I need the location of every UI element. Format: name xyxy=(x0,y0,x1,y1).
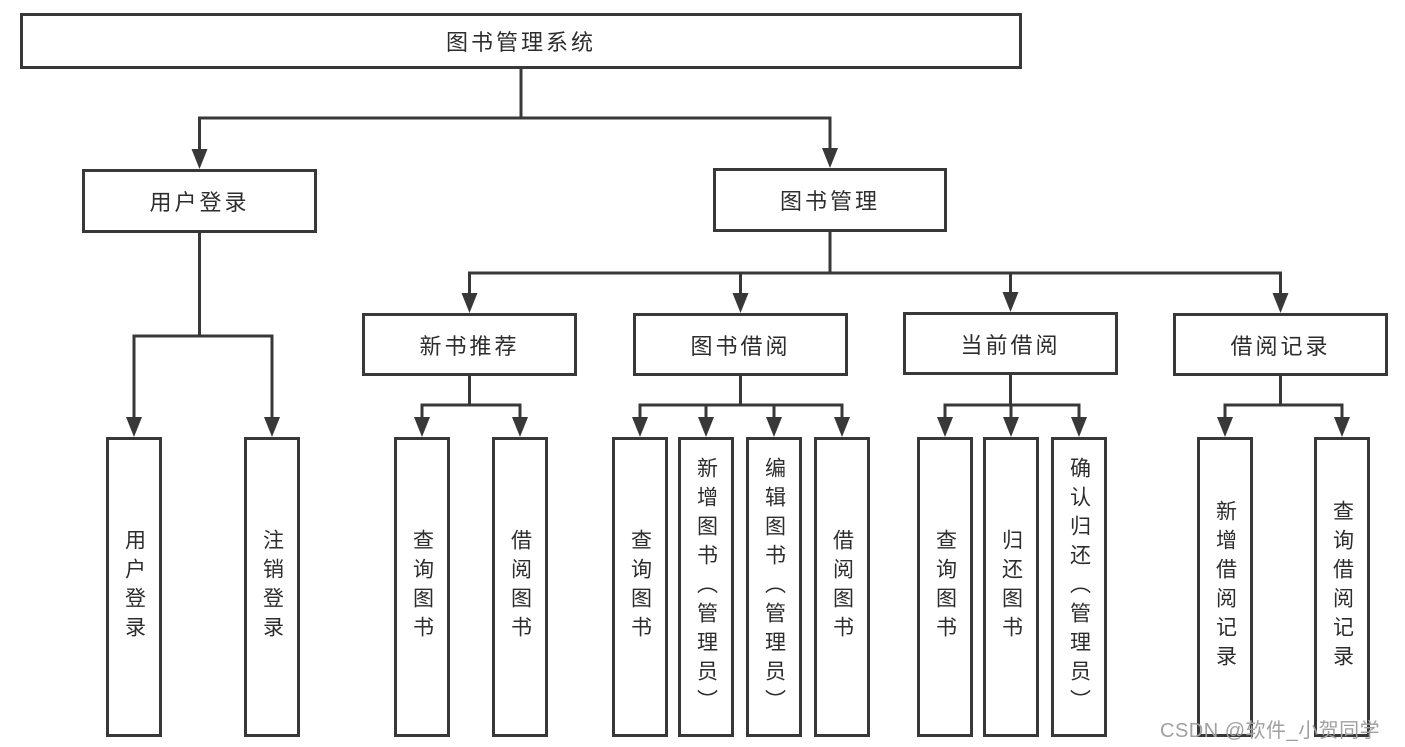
leaf-label: 新增借阅记录 xyxy=(1213,500,1237,674)
node-label: 当前借阅 xyxy=(960,332,1061,358)
node-label: 图书管理 xyxy=(779,189,880,214)
leaf-borrowing-edit-books-admin: 编辑图书（管理员） xyxy=(746,437,802,737)
leaf-logout: 注销登录 xyxy=(244,437,300,737)
node-label: 借阅记录 xyxy=(1230,333,1331,359)
node-user-login: 用户登录 xyxy=(82,169,317,233)
leaf-label: 查询借阅记录 xyxy=(1330,500,1354,674)
leaf-current-confirm-return-admin: 确认归还（管理员） xyxy=(1051,437,1107,737)
node-label: 新书推荐 xyxy=(419,333,520,359)
leaf-label: 用户登录 xyxy=(122,529,146,645)
leaf-current-return-books: 归还图书 xyxy=(983,437,1039,737)
leaf-label: 借阅图书 xyxy=(830,529,854,645)
leaf-recommend-borrow-books: 借阅图书 xyxy=(492,437,548,737)
leaf-records-add-record: 新增借阅记录 xyxy=(1197,437,1253,737)
leaf-label: 归还图书 xyxy=(999,529,1023,645)
node-book-management: 图书管理 xyxy=(713,168,947,232)
leaf-label: 借阅图书 xyxy=(508,529,532,645)
node-library-management-system: 图书管理系统 xyxy=(20,13,1022,69)
leaf-borrowing-query-books: 查询图书 xyxy=(612,437,668,737)
leaf-label: 新增图书（管理员） xyxy=(694,456,718,718)
leaf-label: 查询图书 xyxy=(410,529,434,645)
leaf-label: 确认归还（管理员） xyxy=(1067,456,1091,718)
node-borrowing-records: 借阅记录 xyxy=(1173,313,1388,376)
leaf-label: 查询图书 xyxy=(628,529,652,645)
node-book-borrowing: 图书借阅 xyxy=(633,313,848,376)
leaf-label: 编辑图书（管理员） xyxy=(762,456,786,718)
node-current-borrowing: 当前借阅 xyxy=(903,312,1118,375)
node-label: 用户登录 xyxy=(149,190,250,215)
leaf-borrowing-add-books-admin: 新增图书（管理员） xyxy=(678,437,734,737)
leaf-label: 注销登录 xyxy=(260,529,284,645)
leaf-user-login: 用户登录 xyxy=(106,437,162,737)
csdn-watermark: CSDN @软件_小贺同学 xyxy=(1160,720,1381,742)
node-label: 图书借阅 xyxy=(690,333,791,359)
leaf-recommend-query-books: 查询图书 xyxy=(394,437,450,737)
node-label: 图书管理系统 xyxy=(445,30,596,55)
leaf-label: 查询图书 xyxy=(933,529,957,645)
leaf-current-query-books: 查询图书 xyxy=(917,437,973,737)
leaf-borrowing-borrow-books: 借阅图书 xyxy=(814,437,870,737)
node-new-book-recommend: 新书推荐 xyxy=(362,313,577,376)
leaf-records-query-record: 查询借阅记录 xyxy=(1314,437,1370,737)
